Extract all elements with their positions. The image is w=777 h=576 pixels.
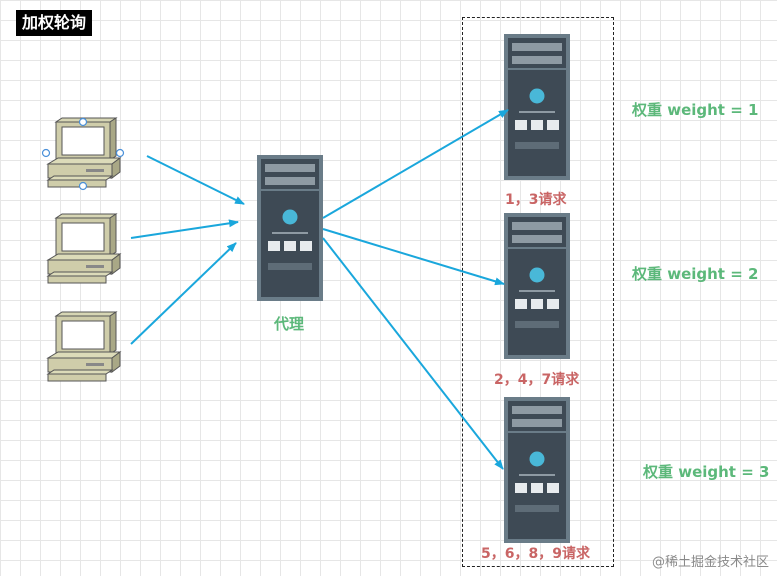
backend-server-2 <box>504 213 570 359</box>
selection-handles <box>41 117 125 191</box>
server-1-requests-label: 1，3请求 <box>505 192 567 208</box>
server-1-weight-label: 权重 weight = 1 <box>632 101 759 119</box>
proxy-server <box>257 155 323 301</box>
server-2-requests-label: 2，4，7请求 <box>494 372 580 388</box>
proxy-to-server-arrows <box>322 109 509 470</box>
diagram-title: 加权轮询 <box>16 10 93 36</box>
server-2-weight-label: 权重 weight = 2 <box>632 265 759 283</box>
client-computer-1 <box>47 117 121 188</box>
backend-server-1 <box>504 34 570 180</box>
backend-server-3 <box>504 397 570 543</box>
proxy-label: 代理 <box>274 315 305 333</box>
server-cluster-boundary <box>462 17 614 567</box>
server-3-weight-label: 权重 weight = 3 <box>643 463 770 481</box>
watermark: @稀土掘金技术社区 <box>651 555 769 570</box>
client-to-proxy-arrows <box>130 155 245 345</box>
client-computer-2 <box>47 213 121 284</box>
server-3-requests-label: 5，6，8，9请求 <box>481 546 590 562</box>
client-computer-3 <box>47 311 121 382</box>
